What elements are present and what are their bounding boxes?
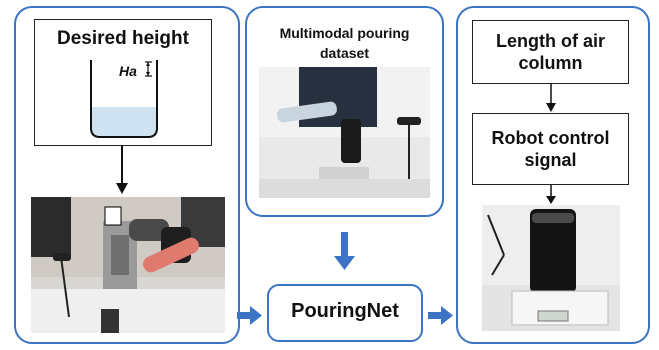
bottle-on-scale-photo [482,205,620,331]
ha-label: Ha [119,63,137,79]
desired-height-title: Desired height [57,28,189,49]
human-pouring-photo [259,67,430,198]
pouringnet-box [267,284,423,342]
dataset-title: Multimodal pouring dataset [279,25,410,61]
desired-height-box: Desired height Ha [34,19,212,146]
robot-control-box: Robot control signal [472,113,629,185]
pouringnet-label: PouringNet [291,300,399,322]
beaker-diagram [90,60,158,138]
air-column-box: Length of air column [472,20,629,84]
robot-arm-pouring-photo [31,197,225,333]
